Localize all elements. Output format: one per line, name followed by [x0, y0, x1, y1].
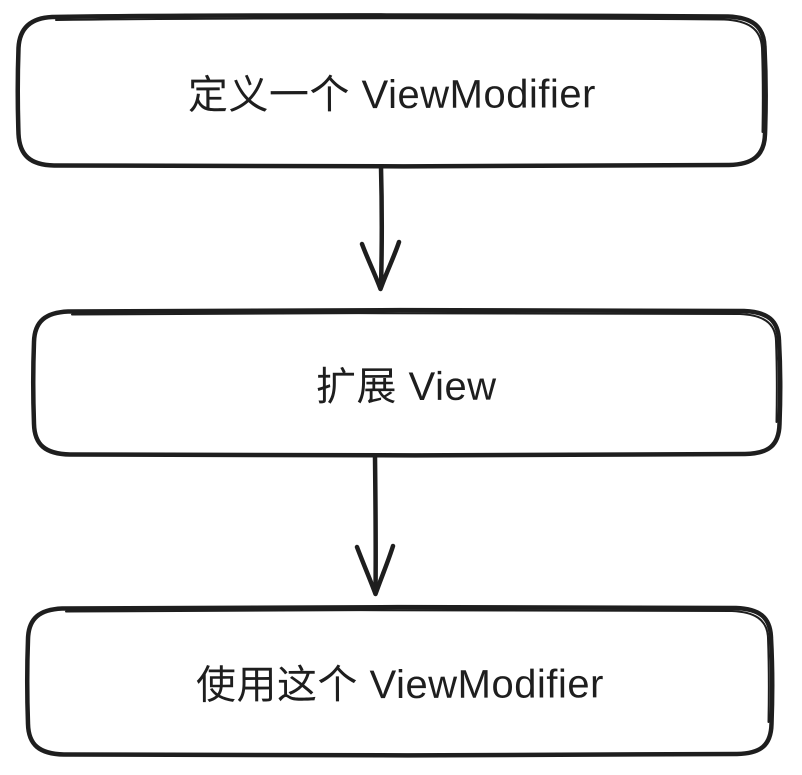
- arrow-shaft: [378, 164, 384, 290]
- arrow-head: [359, 239, 402, 292]
- node-define-label: 定义一个 ViewModifier: [188, 71, 597, 118]
- node-extend-label: 扩展 View: [316, 364, 497, 409]
- node-define-viewmodifier: 定义一个 ViewModifier: [18, 16, 766, 165]
- node-extend-view: 扩展 View: [33, 310, 780, 455]
- arrow-shaft: [372, 454, 378, 595]
- node-use-viewmodifier: 使用这个 ViewModifier: [27, 607, 772, 755]
- arrow-head: [354, 543, 396, 597]
- node-use-label: 使用这个 ViewModifier: [195, 662, 604, 708]
- box-extend-border: [31, 307, 783, 458]
- box-define-border: [15, 13, 768, 169]
- box-use-border: [25, 604, 775, 758]
- arrow-define-to-extend: [359, 164, 402, 292]
- arrow-extend-to-use: [354, 454, 396, 597]
